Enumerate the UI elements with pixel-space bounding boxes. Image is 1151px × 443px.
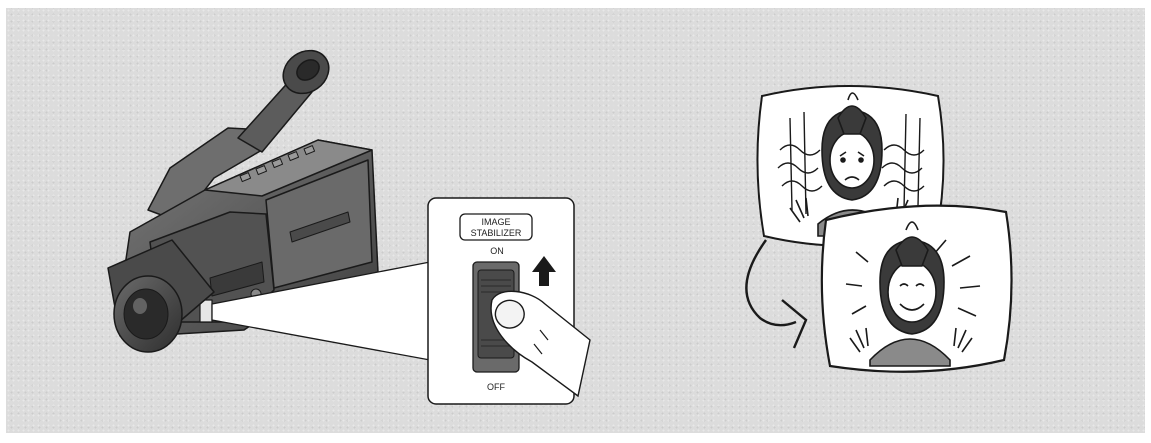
badge-line2: STABILIZER	[471, 228, 522, 238]
badge-line1: IMAGE	[481, 217, 510, 227]
off-label: OFF	[487, 382, 505, 392]
tv-screen-stable	[822, 206, 1012, 372]
on-label: ON	[490, 246, 504, 256]
transition-arrow	[746, 240, 806, 348]
switch-callout: IMAGE STABILIZER ON OFF	[428, 198, 590, 404]
